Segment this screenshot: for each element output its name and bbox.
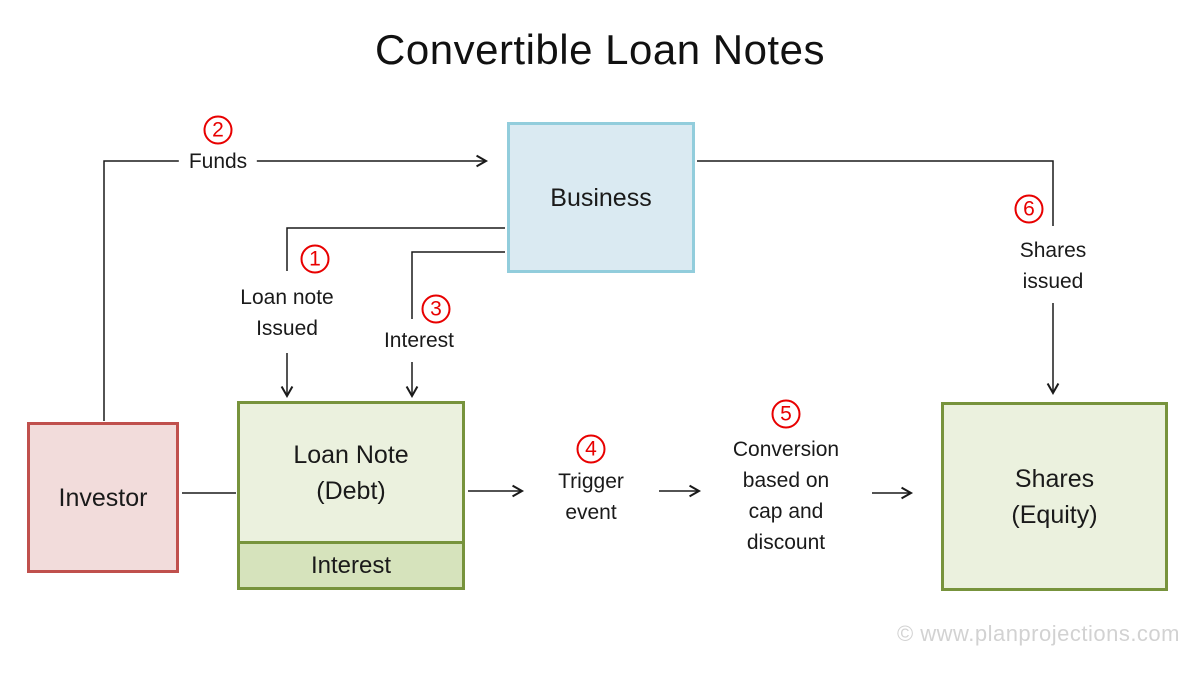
- step-badge-4: 4: [576, 434, 606, 464]
- step-badge-2: 2: [203, 115, 233, 145]
- node-shares: Shares (Equity): [941, 402, 1168, 591]
- connector-business-loannote-elbow-1: [286, 227, 505, 271]
- label-shares-issued: Shares issued: [1019, 239, 1087, 293]
- label-loan-note-issued: Loan note Issued: [240, 286, 334, 340]
- label-conversion: Conversion based on cap and discount: [732, 438, 840, 554]
- step-badge-6: 6: [1014, 194, 1044, 224]
- connector-business-loannote-elbow-3: [411, 251, 505, 319]
- connector-investor-funds-business: [103, 154, 489, 421]
- node-loan-note-main: Loan Note (Debt): [240, 404, 462, 541]
- node-loan-note-label-line1: Loan Note: [293, 440, 409, 469]
- node-shares-label-line2: (Equity): [1011, 500, 1098, 529]
- node-loan-note: Loan Note (Debt) Interest: [237, 401, 465, 590]
- step-badge-1: 1: [300, 244, 330, 274]
- node-investor: Investor: [27, 422, 179, 573]
- node-loan-note-label-line2: (Debt): [316, 476, 386, 505]
- node-business: Business: [507, 122, 695, 273]
- step-badge-5: 5: [771, 399, 801, 429]
- node-loan-note-interest-label: Interest: [310, 551, 392, 579]
- node-shares-label-line1: Shares: [1014, 464, 1095, 493]
- step-badge-3: 3: [421, 294, 451, 324]
- watermark-copyright: © www.planprojections.com: [896, 621, 1180, 646]
- label-funds: Funds: [178, 147, 258, 177]
- node-investor-label: Investor: [58, 483, 148, 512]
- node-loan-note-interest-section: Interest: [240, 541, 462, 587]
- label-interest: Interest: [383, 329, 455, 352]
- diagram-title: Convertible Loan Notes: [375, 26, 825, 73]
- label-trigger-event: Trigger event: [558, 470, 624, 524]
- node-business-label: Business: [550, 183, 652, 212]
- connector-business-shares-elbow-6: [697, 160, 1054, 226]
